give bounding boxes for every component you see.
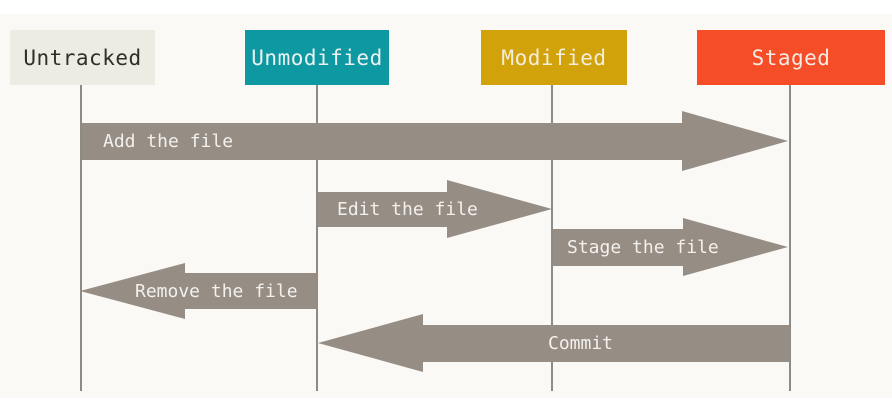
arrow-shaft: [185, 273, 317, 309]
arrow-label-remove: Remove the file: [135, 280, 298, 302]
state-box-staged: Staged: [697, 30, 885, 85]
arrow-edit-the-file: Edit the file: [318, 180, 552, 239]
state-label-unmodified: Unmodified: [251, 45, 383, 70]
arrow-label-add: Add the file: [103, 131, 234, 152]
arrow-shaft: [82, 123, 682, 160]
state-label-untracked: Untracked: [23, 45, 142, 70]
arrow-head-right-icon: [683, 218, 788, 276]
arrow-stage-the-file: Stage the file: [553, 218, 788, 277]
arrow-label-edit: Edit the file: [337, 199, 478, 220]
arrow-remove-the-file: Remove the file: [80, 263, 317, 319]
state-label-staged: Staged: [751, 45, 831, 70]
arrow-label-commit: Commit: [548, 333, 614, 354]
lifeline-modified: [551, 85, 553, 391]
arrow-add-the-file: Add the file: [82, 111, 788, 171]
arrow-head-right-icon: [447, 180, 552, 238]
lifeline-unmodified: [316, 85, 318, 391]
lifeline-untracked: [80, 85, 82, 391]
arrow-head-right-icon: [682, 111, 788, 171]
lifeline-staged: [789, 85, 791, 391]
arrow-shaft: [553, 229, 683, 266]
state-box-untracked: Untracked: [10, 30, 155, 85]
arrow-head-left-icon: [318, 314, 423, 372]
state-box-unmodified: Unmodified: [245, 30, 389, 85]
arrow-shaft: [318, 192, 447, 227]
arrow-shaft: [423, 325, 790, 362]
arrow-head-left-icon: [80, 263, 185, 319]
arrow-label-stage: Stage the file: [567, 237, 719, 258]
state-label-modified: Modified: [501, 45, 607, 70]
arrow-commit: Commit: [318, 314, 790, 372]
state-box-modified: Modified: [481, 30, 627, 85]
